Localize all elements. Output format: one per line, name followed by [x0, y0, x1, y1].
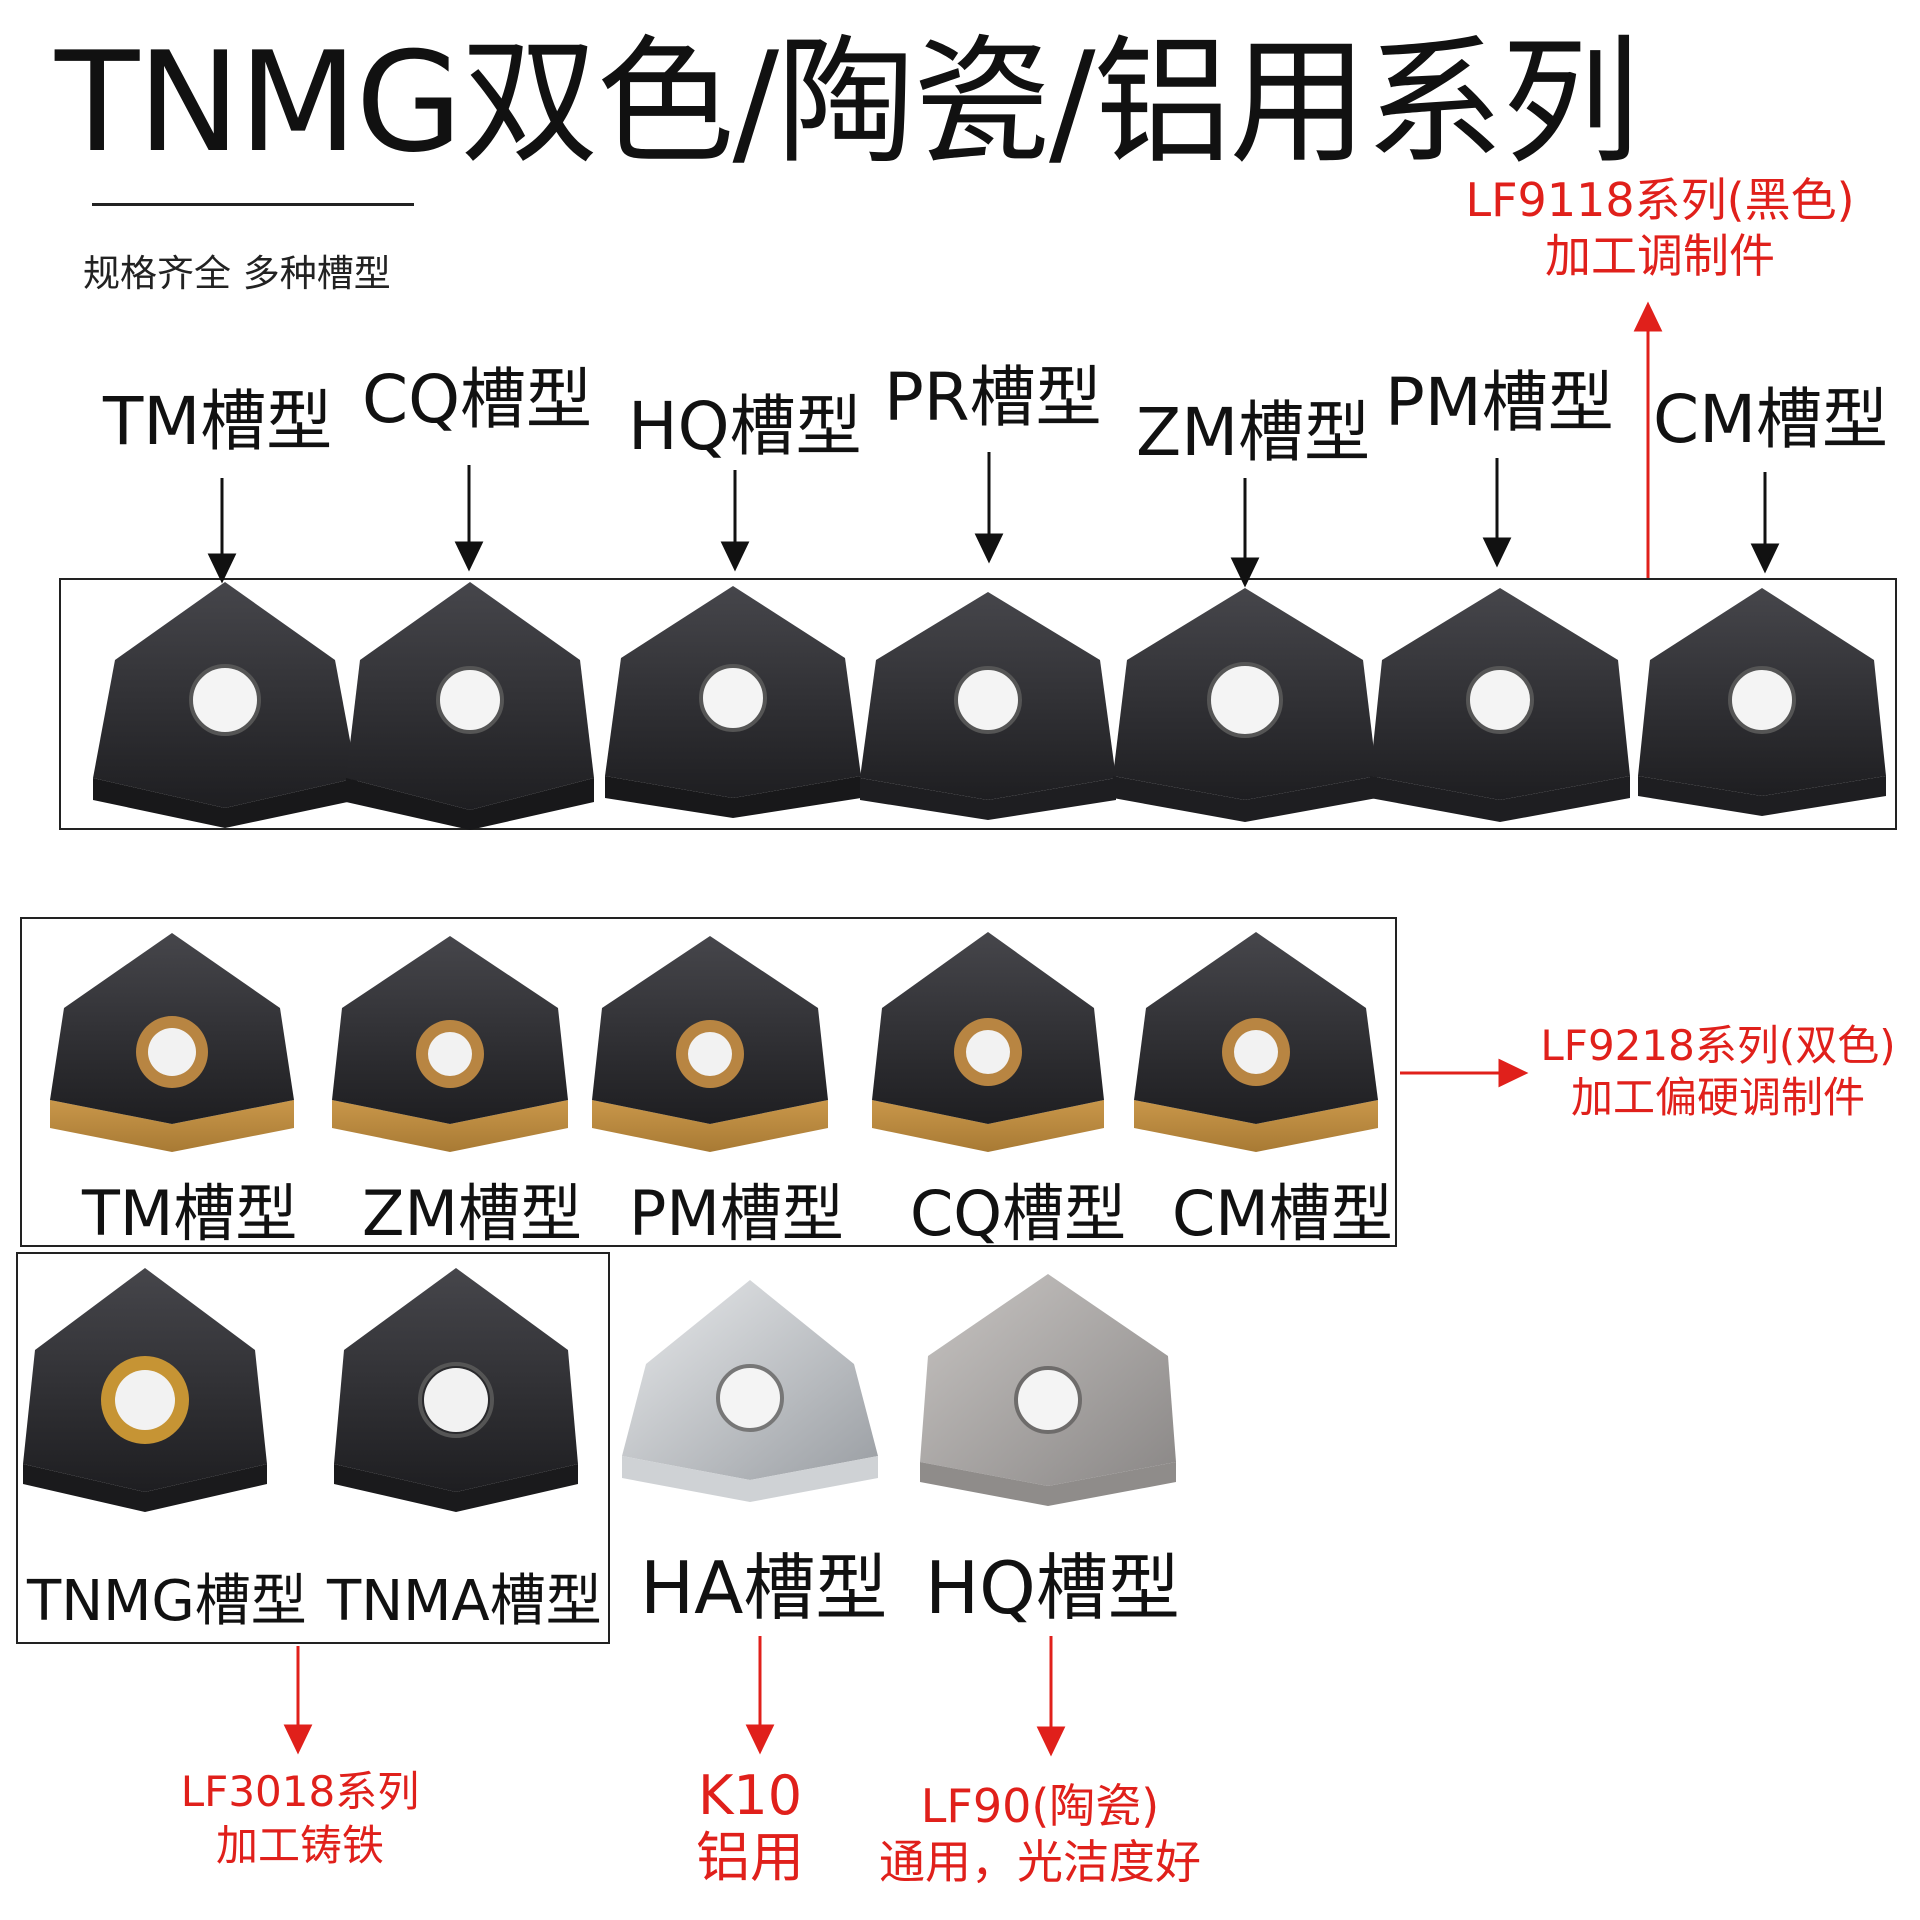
row1-label-cq: CQ槽型: [362, 361, 593, 438]
arrowhead-lf90: [1036, 1726, 1066, 1757]
row2-label-tm: TM槽型: [82, 1177, 298, 1250]
k10-grade-label: K10: [697, 1764, 803, 1827]
row2-inserts: [50, 932, 1378, 1152]
page-subtitle: 规格齐全 多种槽型: [83, 252, 391, 295]
row1-inserts: [93, 582, 1886, 830]
lf9218-annotation: LF9218系列(双色) 加工偏硬调制件: [1528, 1020, 1908, 1124]
arrowhead-cq: [454, 541, 484, 572]
k10-use-label: 铝用: [696, 1826, 804, 1889]
lf3018-insert-panel: [16, 1252, 610, 1644]
lf3018-series-label: LF3018系列: [180, 1767, 420, 1816]
insert-lf9218-tm: [50, 933, 294, 1152]
arrowhead-pm: [1482, 537, 1512, 568]
arrowhead-tm: [207, 553, 237, 584]
lf9218-use-label: 加工偏硬调制件: [1570, 1073, 1865, 1122]
row1-label-tm: TM槽型: [103, 383, 333, 460]
arrowhead-lf9118: [1633, 301, 1663, 332]
arrowhead-pr: [974, 533, 1004, 564]
lf3018-use-label: 加工铸铁: [215, 1821, 384, 1870]
arrowhead-k10: [745, 1724, 775, 1755]
row2-label-zm: ZM槽型: [362, 1177, 582, 1250]
row1-label-pm: PM槽型: [1385, 364, 1614, 441]
arrowhead-hq: [720, 541, 750, 572]
row3-label-hq: HQ槽型: [925, 1546, 1180, 1630]
insert-lf90-hq: [920, 1274, 1176, 1506]
page-title: TNMG双色/陶瓷/铝用系列: [55, 22, 1640, 183]
row1-label-pr: PR槽型: [884, 359, 1102, 436]
insert-lf3018-tnmg: [23, 1268, 267, 1512]
insert-lf9218-pm: [592, 936, 828, 1152]
lf3018-annotation: LF3018系列 加工铸铁: [150, 1765, 450, 1873]
k10-annotation: K10 铝用: [650, 1765, 850, 1889]
row2-label-cm: CM槽型: [1172, 1177, 1393, 1250]
lf9118-series-label: LF9118系列(黑色): [1465, 173, 1855, 227]
row1-label-zm: ZM槽型: [1136, 394, 1371, 471]
arrowhead-zm: [1230, 557, 1260, 588]
lf90-series-label: LF90(陶瓷): [920, 1779, 1160, 1833]
red-arrows: [283, 301, 1663, 1757]
arrowhead-cm: [1750, 543, 1780, 574]
lf9218-series-label: LF9218系列(双色): [1540, 1021, 1896, 1070]
row2-label-cq: CQ槽型: [910, 1177, 1127, 1250]
lf90-use-label: 通用，光洁度好: [879, 1835, 1201, 1889]
insert-k10-ha: [622, 1280, 878, 1502]
insert-lf9118-tm: [93, 582, 357, 828]
lf9118-annotation: LF9118系列(黑色) 加工调制件: [1440, 172, 1880, 284]
row3-label-tnmg: TNMG槽型: [27, 1569, 307, 1634]
insert-lf9218-cm: [1134, 932, 1378, 1152]
lf90-annotation: LF90(陶瓷) 通用，光洁度好: [860, 1778, 1220, 1890]
row3-label-ha: HA槽型: [640, 1546, 888, 1630]
insert-lf3018-tnma: [334, 1268, 578, 1512]
insert-lf9218-cq: [872, 932, 1104, 1152]
arrowhead-lf3018: [283, 1724, 313, 1755]
row3-label-tnma: TNMA槽型: [327, 1569, 602, 1634]
insert-lf9118-cm: [1638, 588, 1886, 816]
insert-lf9118-cq: [346, 582, 594, 830]
insert-lf9118-zm: [1113, 588, 1377, 822]
row3-inserts: [23, 1268, 1176, 1512]
lf9118-use-label: 加工调制件: [1545, 229, 1775, 283]
title-divider: [92, 203, 414, 206]
insert-lf9218-zm: [332, 936, 568, 1152]
lf9218-insert-panel: [20, 917, 1397, 1247]
insert-lf9118-pm: [1370, 588, 1630, 822]
row1-label-cm: CM槽型: [1653, 381, 1889, 458]
row1-label-hq: HQ槽型: [628, 388, 862, 465]
insert-lf9118-pr: [860, 592, 1116, 820]
row1-arrows: [207, 452, 1780, 588]
row2-label-pm: PM槽型: [629, 1177, 844, 1250]
arrowhead-lf9218: [1498, 1058, 1529, 1088]
insert-lf9118-hq: [605, 586, 861, 818]
lf9118-insert-panel: [59, 578, 1897, 830]
